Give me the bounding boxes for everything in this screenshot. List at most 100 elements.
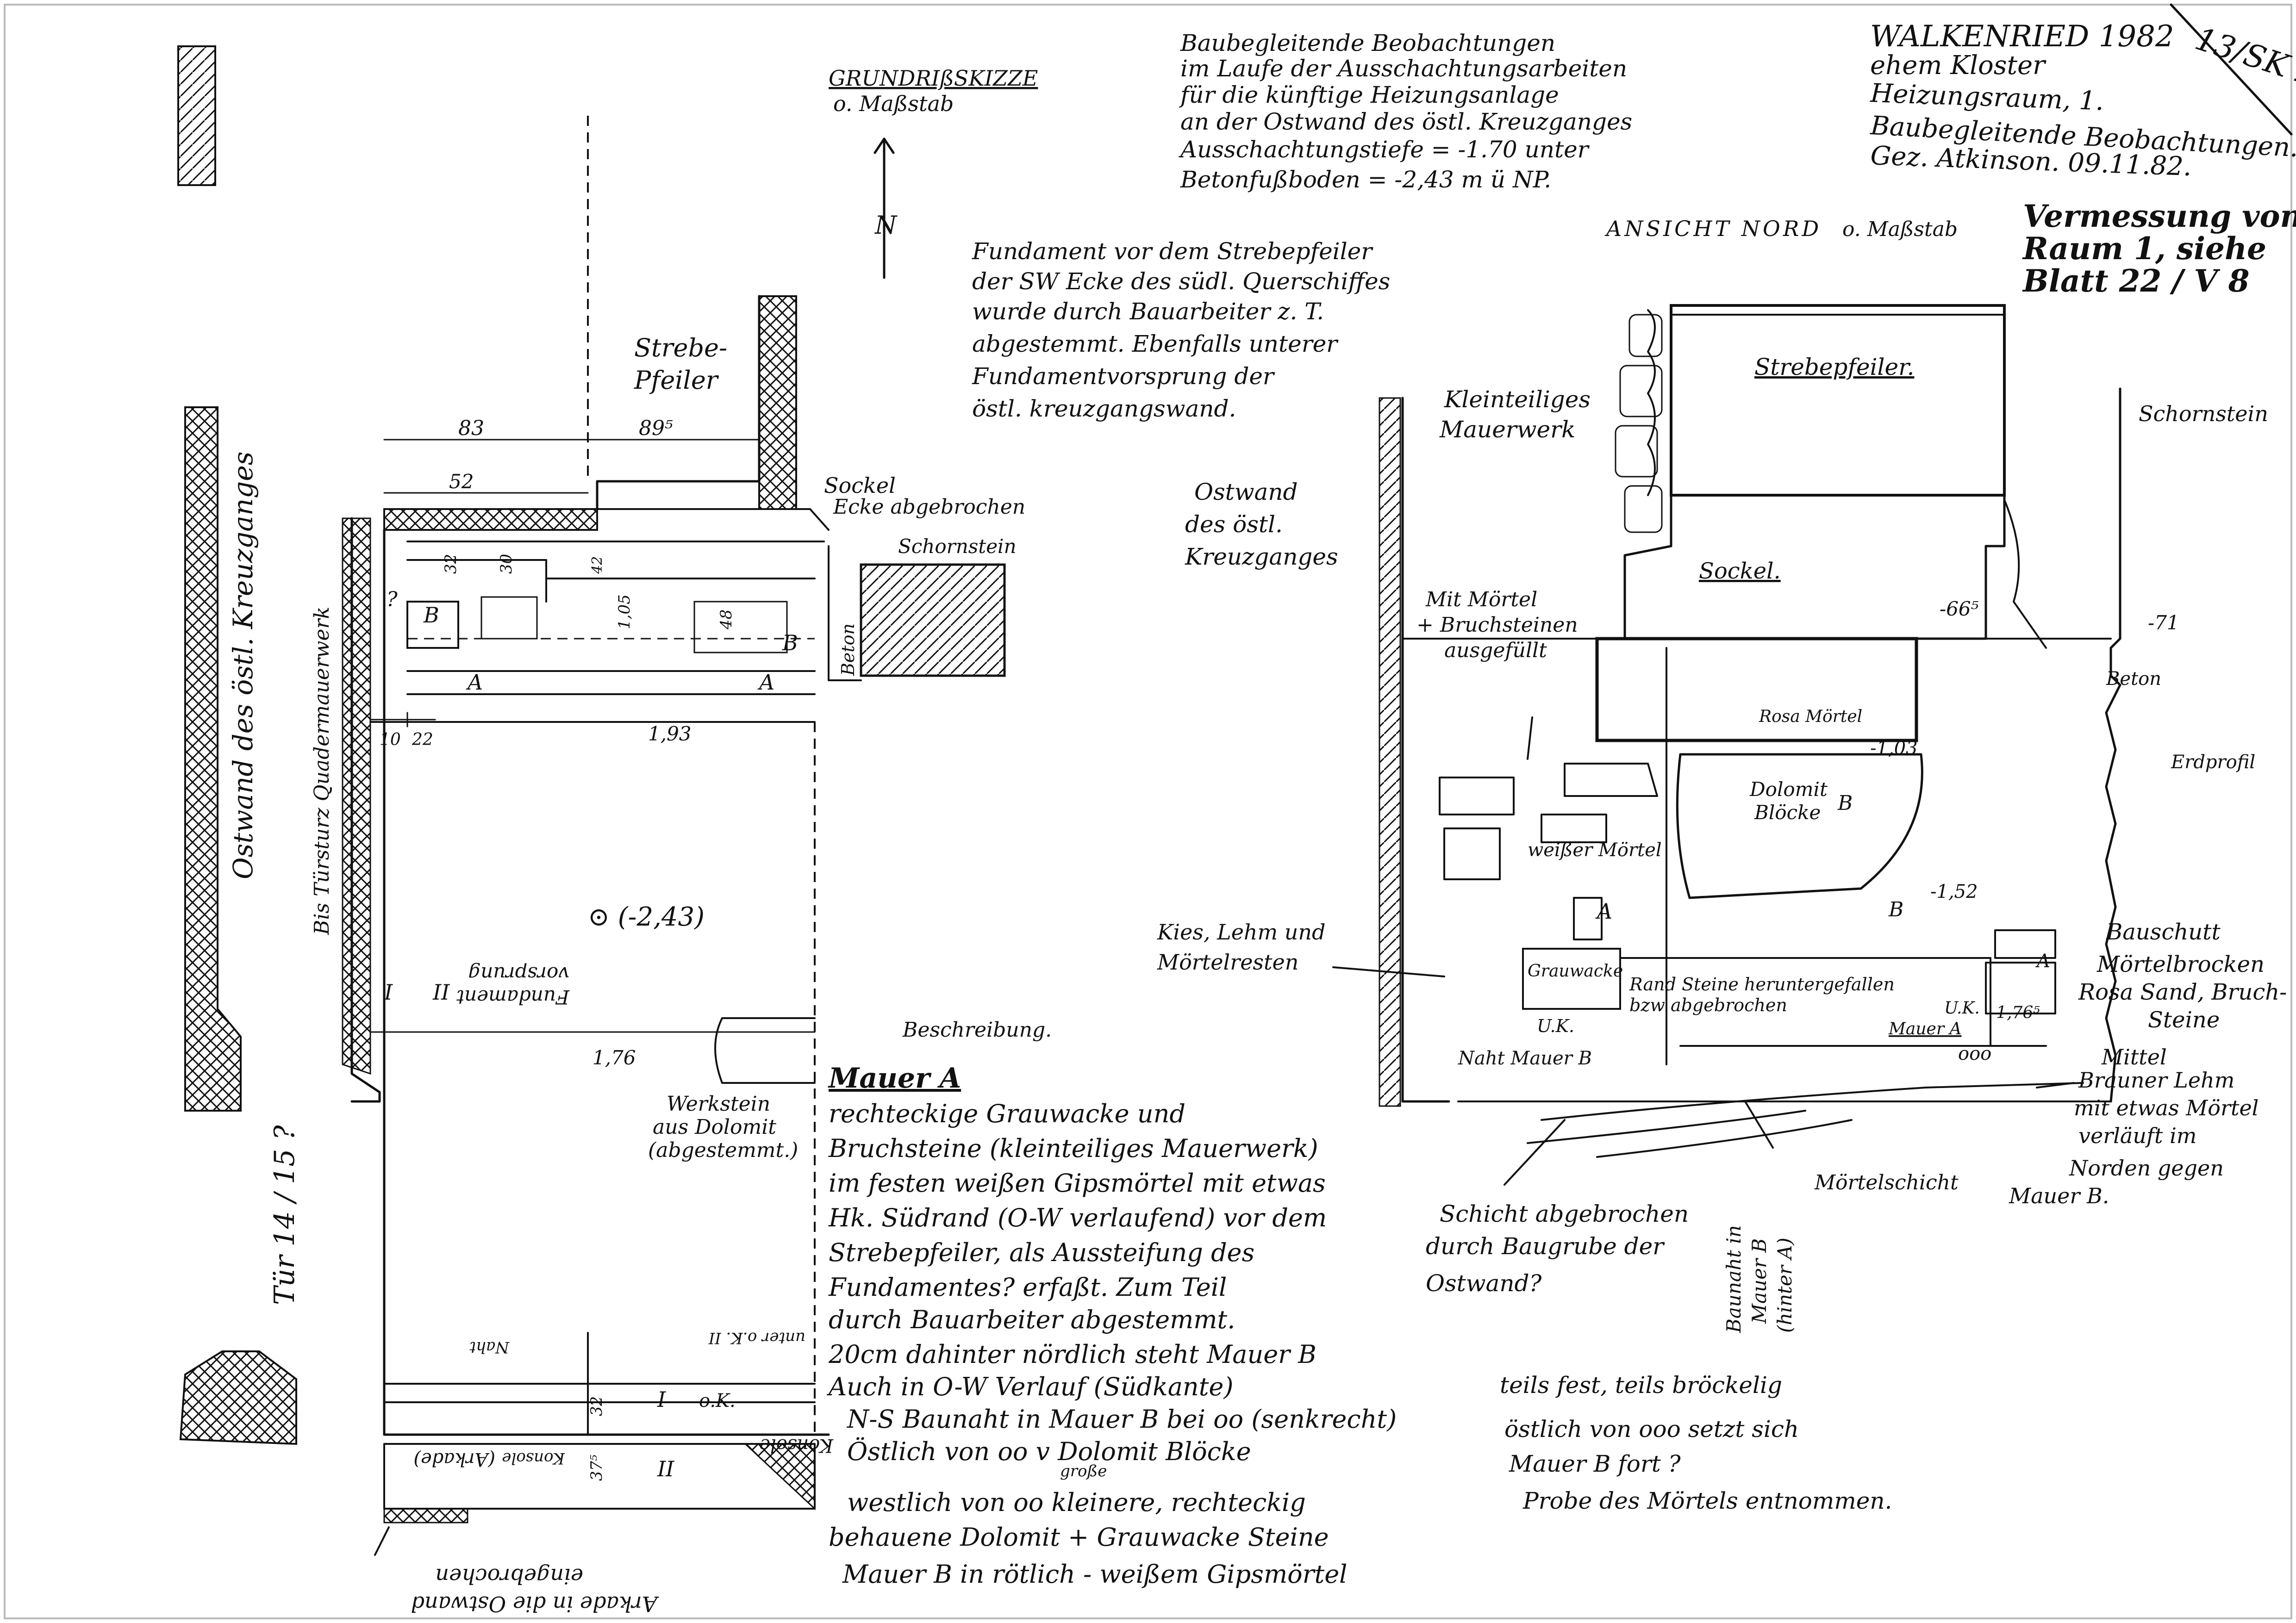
svg-text:B: B (1888, 898, 1903, 921)
bauschutt-label: Bauschutt Mörtelbrocken Rosa Sand, Bruch… (2078, 919, 2287, 1033)
teils-label: teils fest, teils bröckelig östlich von … (1500, 1372, 1892, 1514)
svg-text:B: B (423, 603, 439, 628)
svg-text:Kies, Lehm und: Kies, Lehm und (1157, 920, 1326, 945)
dim-label: 83 (458, 417, 484, 440)
description-line: im festen weißen Gipsmörtel mit etwas (829, 1169, 1326, 1198)
svg-text:o.K.: o.K. (699, 1390, 736, 1412)
schicht-label: Schicht abgebrochen durch Baugrube der O… (1426, 1200, 1689, 1297)
schornstein-label: Schornstein (898, 535, 1017, 558)
svg-text:ooo: ooo (1958, 1043, 1991, 1064)
svg-text:Mörtelbrocken: Mörtelbrocken (2096, 951, 2265, 977)
svg-text:des östl.: des östl. (1185, 511, 1283, 538)
dim-label: 1,93 (648, 722, 692, 745)
tur-label: Tür 14 / 15 ? (268, 1125, 301, 1305)
svg-text:?: ? (387, 588, 398, 611)
buttress-block (1670, 304, 2006, 497)
svg-text:vorsprung: vorsprung (468, 963, 569, 985)
description-line: durch Bauarbeiter abgestemmt. (829, 1305, 1235, 1334)
description-line: 20cm dahinter nördlich steht Mauer B (828, 1340, 1316, 1369)
sockel-label: Sockel. (1699, 558, 1781, 584)
svg-text:Ostwand: Ostwand (1194, 479, 1298, 505)
grauwacke-label: Grauwacke (1528, 962, 1623, 981)
description-line: behauene Dolomit + Grauwacke Steine (829, 1523, 1329, 1552)
hatched-wall (1379, 397, 1401, 1107)
svg-text:A: A (466, 670, 483, 695)
north-arrow-icon: N (873, 137, 898, 279)
ostwand-plan (184, 406, 242, 1112)
survey-line: Vermessung von (2023, 198, 2296, 234)
plan-title: GRUNDRIßSKIZZE (829, 66, 1038, 91)
svg-text:Ostwand?: Ostwand? (1426, 1270, 1542, 1297)
schornstein-label: Schornstein (2139, 401, 2268, 426)
note-line: Fundament vor dem Strebepfeiler (972, 238, 1373, 265)
note-line: abgestemmt. Ebenfalls unterer (972, 330, 1339, 357)
svg-text:verläuft im: verläuft im (2078, 1123, 2196, 1148)
rosa-label: Rosa Mörtel (1759, 707, 1862, 726)
svg-text:aus Dolomit: aus Dolomit (653, 1115, 776, 1139)
dolomit-label: Dolomit Blöcke (1749, 778, 1828, 824)
svg-text:II: II (432, 980, 450, 1005)
svg-text:(hinter A): (hinter A) (1773, 1237, 1796, 1333)
hatched-wall (177, 45, 216, 186)
hatched-wall (743, 1443, 816, 1511)
note-line: Betonfußboden = -2,43 m ü NP. (1180, 166, 1551, 193)
dim-label: 89⁵ (639, 417, 673, 440)
hatched-wall (383, 508, 598, 531)
strebepfeiler-label: Strebe- Pfeiler (634, 333, 727, 395)
svg-text:Dolomit: Dolomit (1749, 778, 1828, 801)
svg-text:Mauer B fort ?: Mauer B fort ? (1509, 1450, 1681, 1477)
description-line: Auch in O-W Verlauf (Südkante) (826, 1372, 1233, 1401)
uk-mauer-label: U.K. Mauer A (1888, 999, 1980, 1038)
svg-text:A: A (1595, 899, 1612, 924)
svg-text:teils fest, teils bröckelig: teils fest, teils bröckelig (1500, 1372, 1782, 1399)
sheet-number-corner: 13/SK 2 (2170, 3, 2296, 136)
svg-text:Rosa Sand, Bruch-: Rosa Sand, Bruch- (2078, 979, 2287, 1005)
svg-text:Mittel: Mittel (2101, 1045, 2167, 1070)
svg-text:Mauer B.: Mauer B. (2009, 1183, 2109, 1208)
note-line: östl. kreuzgangswand. (972, 395, 1236, 422)
grauwacke-block (1522, 948, 1621, 1010)
svg-text:37⁵: 37⁵ (587, 1455, 606, 1481)
arcade-hatch (179, 1350, 297, 1445)
foundation-note: Fundament vor dem Strebepfeiler der SW E… (972, 238, 1390, 422)
svg-text:Kreuzganges: Kreuzganges (1185, 543, 1338, 570)
moertelschicht-label: Mörtelschicht (1814, 1171, 1959, 1194)
beton-label: Beton (2106, 668, 2161, 690)
weisser-label: weißer Mörtel (1528, 839, 1662, 861)
svg-text:(abgestemmt.): (abgestemmt.) (648, 1138, 798, 1162)
description-line: Mauer B in rötlich - weißem Gipsmörtel (842, 1560, 1347, 1589)
svg-text:B: B (1837, 791, 1853, 815)
ostwand-label: Ostwand des östl. Kreuzganges (1185, 479, 1338, 570)
dim-label: 22 (412, 730, 433, 749)
konsole-label: Konsole (759, 1435, 834, 1456)
description-block: Mauer A rechteckige Grauwacke und Bruchs… (826, 1062, 1397, 1589)
header-line: ehem Kloster (1870, 50, 2046, 81)
svg-text:I: I (384, 980, 393, 1005)
note-line: wurde durch Bauarbeiter z. T. (972, 298, 1324, 325)
kies-label: Kies, Lehm und Mörtelresten (1157, 920, 1326, 975)
svg-text:Probe des Mörtels entnommen.: Probe des Mörtels entnommen. (1522, 1487, 1892, 1514)
konsole-label: Konsole (502, 1449, 565, 1468)
uk-label: unter o.K. II (708, 1329, 805, 1347)
level-label: ⊙ (-2,43) (588, 902, 705, 932)
note-line: Ausschachtungstiefe = -1.70 unter (1179, 136, 1590, 163)
plan-scale: o. Maßstab (833, 91, 954, 116)
naht-label: Naht (469, 1338, 510, 1356)
lehm-label: Mittel Brauner Lehm mit etwas Mörtel ver… (2009, 1045, 2259, 1208)
naht-label: Naht Mauer B (1458, 1048, 1592, 1069)
schornstein-hatch (860, 563, 1006, 677)
note-line: Baubegleitende Beobachtungen (1180, 30, 1555, 56)
hatched-wall (383, 1508, 468, 1524)
svg-text:Mauer B: Mauer B (1748, 1238, 1771, 1324)
svg-text:Bauschutt: Bauschutt (2106, 919, 2221, 945)
svg-text:32: 32 (587, 1396, 606, 1416)
svg-text:östlich von ooo setzt sich: östlich von ooo setzt sich (1504, 1416, 1799, 1443)
svg-text:Arkade in die Ostwand: Arkade in die Ostwand (411, 1592, 659, 1617)
svg-text:Mauerwerk: Mauerwerk (1439, 416, 1575, 443)
beton-label: Beton (838, 623, 858, 676)
level-label: -66⁵ (1940, 597, 1979, 620)
block (1595, 637, 1918, 742)
note-line: an der Ostwand des östl. Kreuzganges (1180, 108, 1632, 135)
level-label: -1,52 (1930, 881, 1978, 902)
